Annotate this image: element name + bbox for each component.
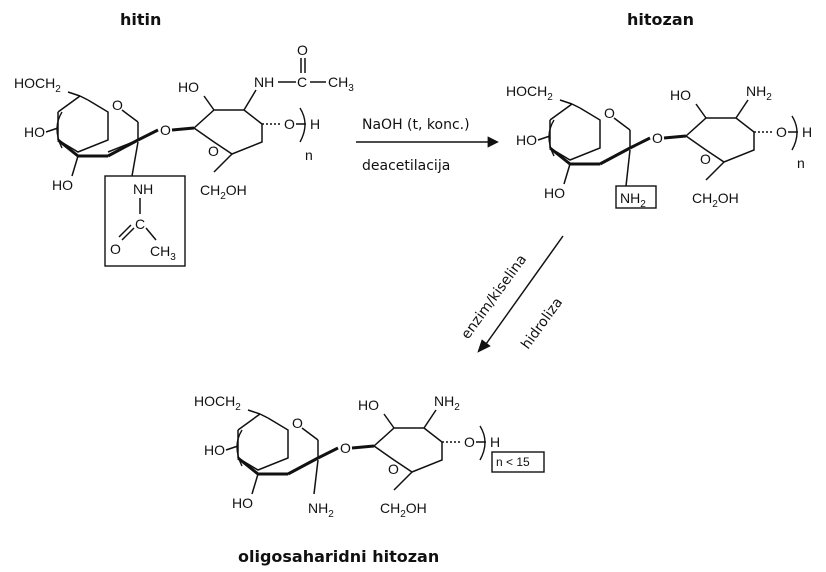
reaction-arrow-1: NaOH (t, konc.) deacetilacija — [356, 117, 499, 174]
chitin-ch3-top: CH3 — [328, 74, 354, 94]
chitin-structure: O HOCH2 HO HO O O HO NH C O — [14, 42, 354, 267]
oligo-ring1-oxygen: O — [292, 415, 303, 431]
reaction2-process: hidroliza — [518, 295, 566, 352]
chitosan-hoch2: HOCH2 — [506, 83, 553, 103]
chitosan-structure: O HOCH2 HO HO O O HO NH2 O H n CH2OH NH2 — [506, 83, 812, 210]
chitin-glycosidic-oxygen: O — [160, 122, 171, 138]
chitin-c-boxed: C — [135, 216, 145, 232]
oligo-ho-bottom: HO — [232, 495, 253, 511]
chitin-acetyl-box — [104, 175, 186, 267]
chitin-ho-bottom: HO — [52, 177, 73, 193]
chitin-o-boxed: O — [110, 241, 121, 257]
chitin-c-top: C — [297, 74, 307, 90]
chitin-ch2oh: CH2OH — [200, 182, 247, 202]
chitosan-ch2oh: CH2OH — [692, 190, 739, 210]
oligo-hoch2: HOCH2 — [194, 393, 241, 413]
chitin-ring2-oxygen: O — [208, 143, 219, 159]
title-oligo-chitosan: oligosaharidni hitozan — [238, 547, 439, 566]
chitosan-n-subscript: n — [797, 155, 805, 171]
oligo-ho-top: HO — [358, 397, 379, 413]
oligo-glycosidic-oxygen: O — [340, 440, 351, 456]
title-chitin: hitin — [120, 10, 161, 29]
reaction1-process: deacetilacija — [362, 158, 450, 174]
chitosan-glycosidic-oxygen: O — [652, 130, 663, 146]
title-chitosan: hitozan — [627, 10, 694, 29]
chitin-hoch2: HOCH2 — [14, 75, 61, 95]
chitin-right-h: H — [310, 116, 320, 132]
chitosan-ho-left: HO — [516, 132, 537, 148]
chitin-o-top: O — [297, 42, 308, 58]
chitin-ch3-boxed: CH3 — [150, 243, 176, 263]
chitin-n-subscript: n — [305, 147, 313, 163]
oligo-right-oxygen: O — [464, 434, 475, 450]
chitosan-nh2-top: NH2 — [746, 83, 772, 103]
chitin-nh-top: NH — [254, 74, 274, 90]
oligo-chitosan-structure: O HOCH2 HO HO O O HO NH2 O H n < 15 CH2O… — [194, 393, 545, 520]
chitosan-nh2-boxed: NH2 — [620, 190, 646, 210]
chitosan-amine-box — [615, 185, 657, 209]
oligo-ring2-oxygen: O — [388, 461, 399, 477]
chitosan-ring1-oxygen: O — [604, 105, 615, 121]
chitin-nh-boxed: NH — [133, 181, 153, 197]
oligo-nh2-bottom: NH2 — [308, 500, 334, 520]
chitosan-right-h: H — [802, 124, 812, 140]
chitosan-ho-bottom: HO — [544, 185, 565, 201]
chitin-ho-left: HO — [24, 124, 45, 140]
oligo-right-h: H — [490, 434, 500, 450]
oligo-ho-left: HO — [204, 442, 225, 458]
chitosan-ring2-oxygen: O — [700, 151, 711, 167]
oligo-ch2oh: CH2OH — [380, 500, 427, 520]
chitin-right-oxygen: O — [284, 116, 295, 132]
chitosan-right-oxygen: O — [776, 124, 787, 140]
oligo-nh2-top: NH2 — [434, 393, 460, 413]
oligo-n-limit: n < 15 — [496, 455, 530, 469]
chitin-ring1-oxygen: O — [112, 97, 123, 113]
reaction-arrow-2: enzim/kiselina hidroliza — [458, 235, 566, 353]
chitosan-ho-top: HO — [670, 87, 691, 103]
reaction1-reagent: NaOH (t, konc.) — [362, 117, 470, 133]
chitin-ho-top: HO — [178, 79, 199, 95]
oligo-n-limit-box — [491, 451, 545, 473]
